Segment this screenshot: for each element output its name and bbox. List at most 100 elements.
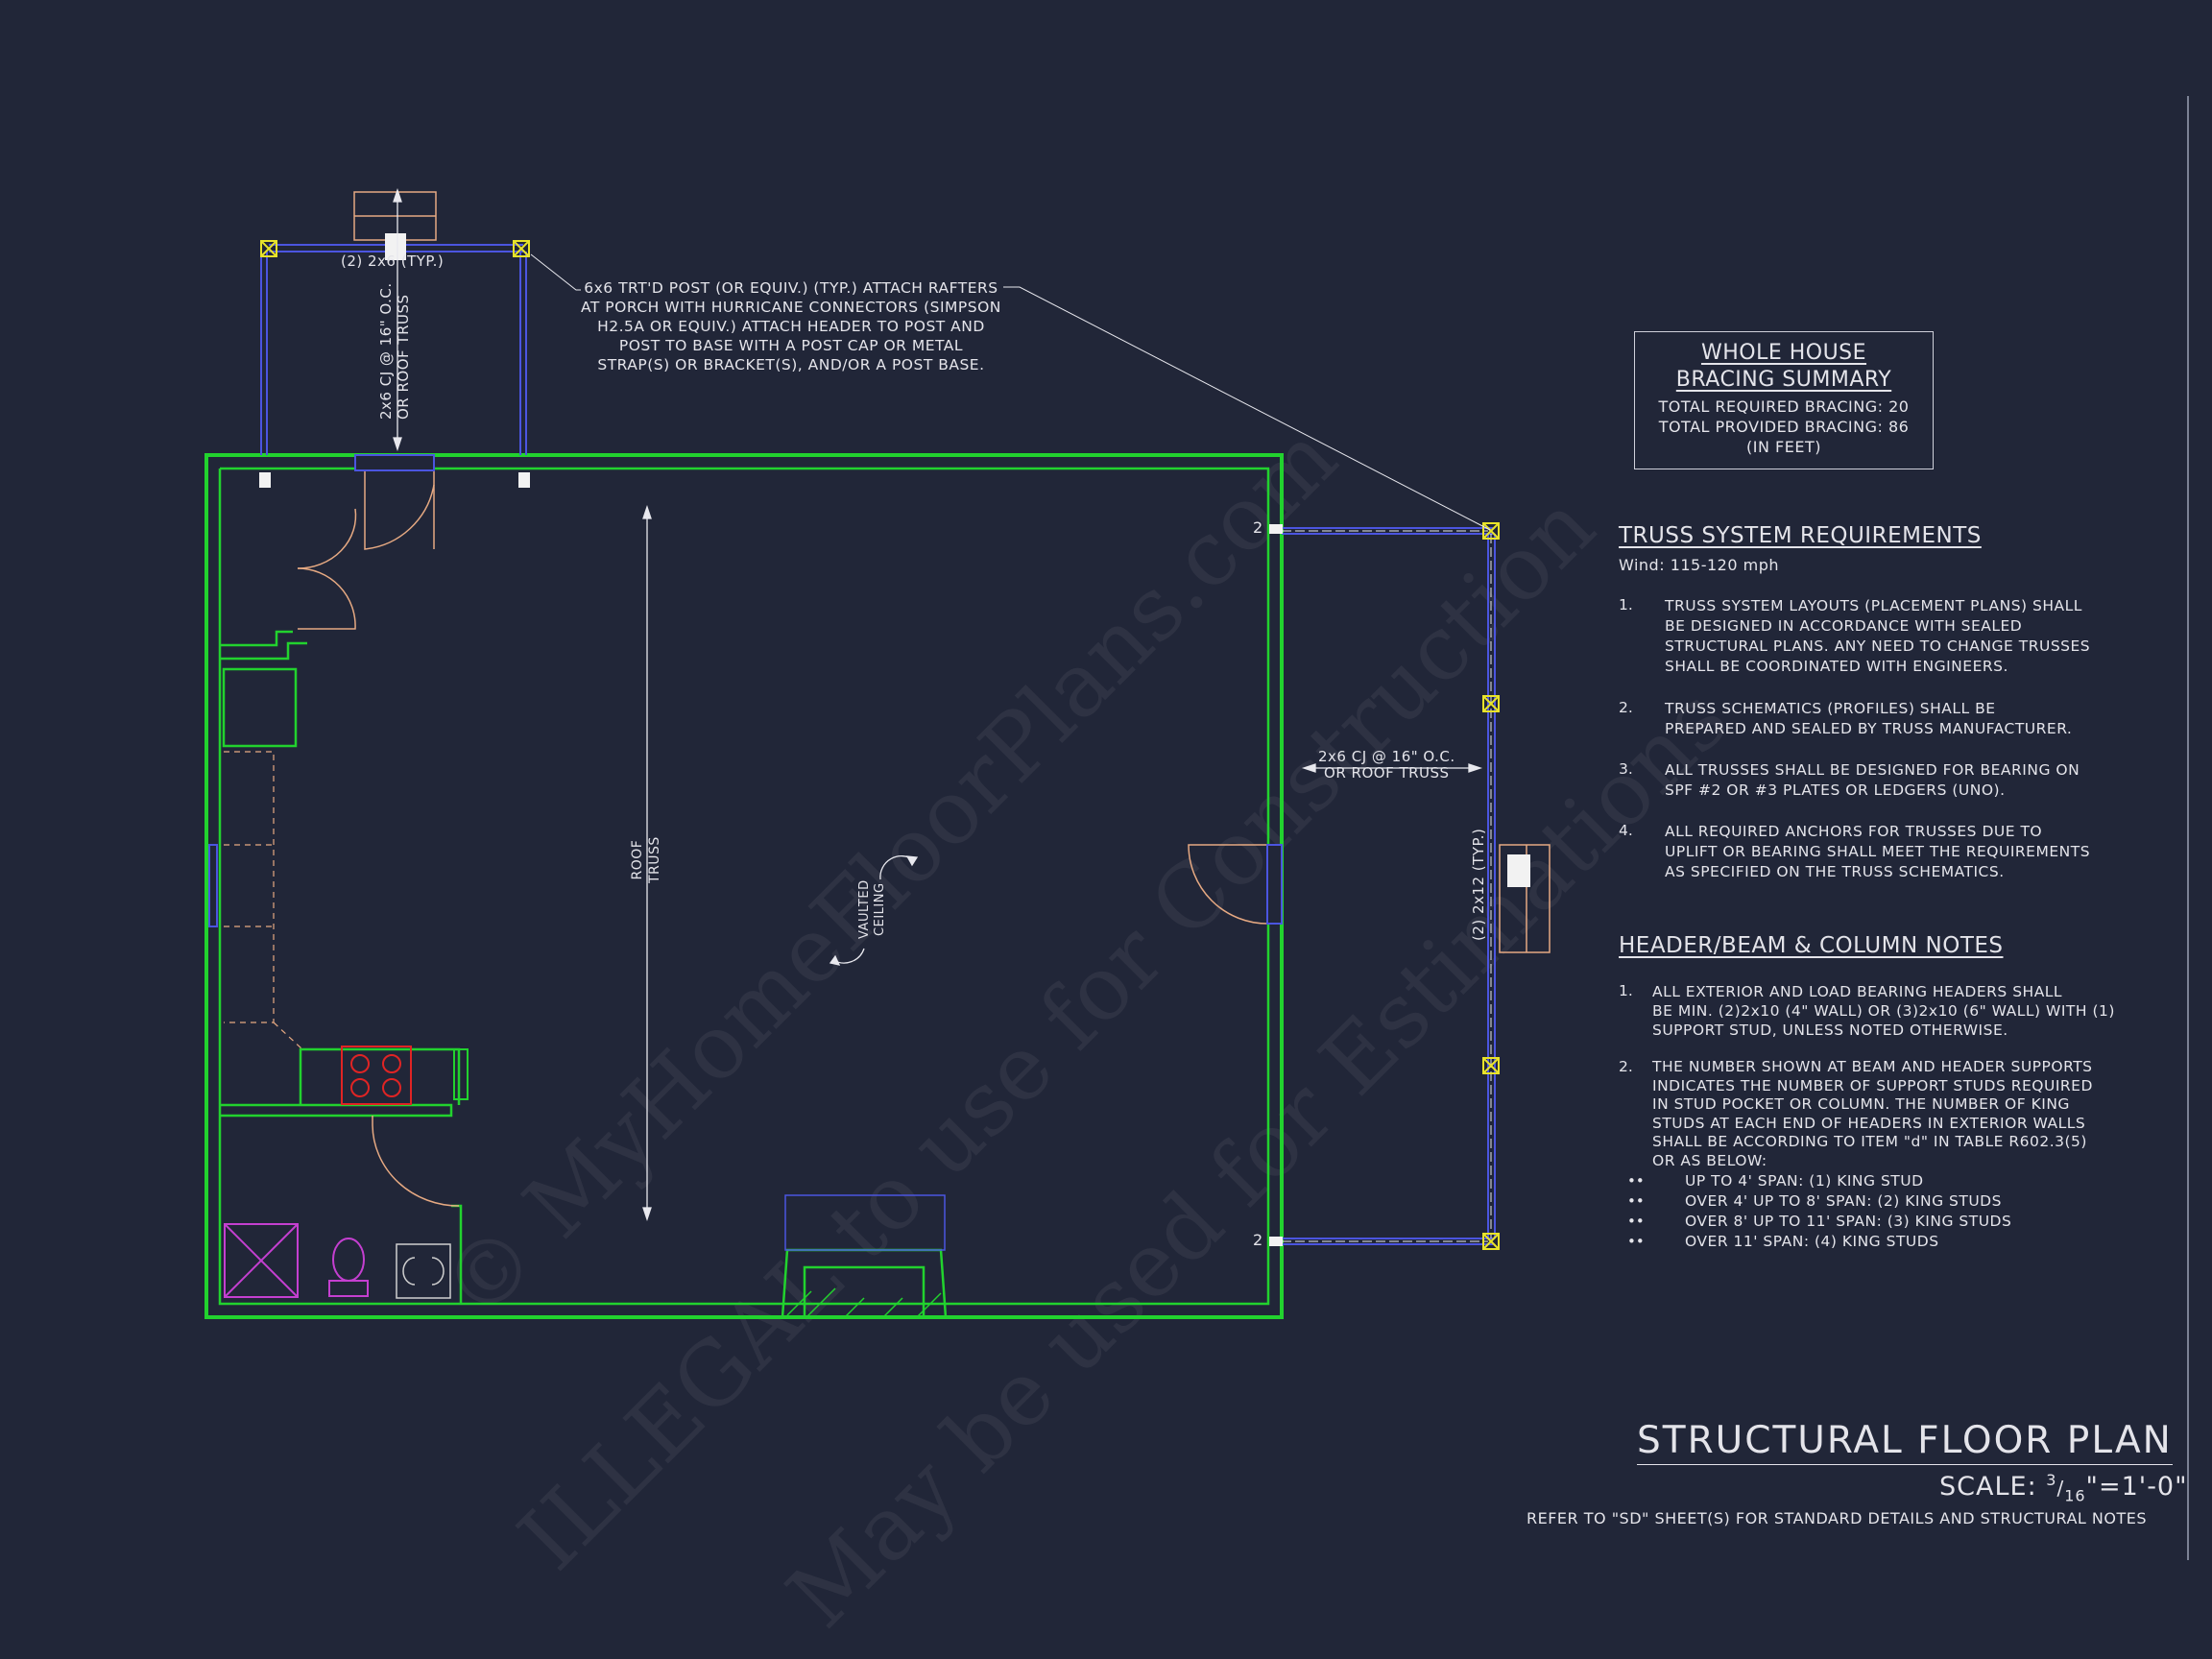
side-joist-arrow (1301, 763, 1483, 773)
bracing-required: TOTAL REQUIRED BRACING: 20 (1658, 397, 1910, 416)
header-item-1: ALL EXTERIOR AND LOAD BEARING HEADERS SH… (1652, 982, 2115, 1040)
bracing-units: (IN FEET) (1746, 438, 1821, 456)
header-item-2-line-3: IN STUD POCKET OR COLUMN. THE NUMBER OF … (1652, 1095, 2070, 1113)
side-porch-posts (1482, 522, 1500, 1250)
king-stud-bullet-2: OVER 4' UP TO 8' SPAN: (2) KING STUDS (1685, 1192, 2002, 1210)
truss-item-1-line-4: SHALL BE COORDINATED WITH ENGINEERS. (1665, 658, 2008, 675)
truss-item-4-line-1: ALL REQUIRED ANCHORS FOR TRUSSES DUE TO (1665, 823, 2043, 840)
roof-truss-arrow (642, 504, 652, 1222)
truss-item-3-line-2: SPF #2 OR #3 PLATES OR LEDGERS (UNO). (1665, 781, 2006, 799)
post-note-line-2: AT PORCH WITH HURRICANE CONNECTORS (SIMP… (581, 299, 1001, 316)
king-stud-bullet-1: UP TO 4' SPAN: (1) KING STUD (1685, 1172, 1924, 1190)
porch-posts (260, 240, 530, 257)
king-stud-bullet-4-mark: •• (1627, 1233, 1645, 1250)
truss-item-2-line-2: PREPARED AND SEALED BY TRUSS MANUFACTURE… (1665, 720, 2073, 737)
exterior-walls (204, 453, 1284, 1319)
vaulted-ceiling-label-line-1: VAULTED (857, 879, 872, 939)
truss-wind: Wind: 115-120 mph (1619, 556, 1780, 574)
porch-header-label: (2) 2x6 (TYP.) (341, 252, 445, 270)
fireplace-hearth (784, 1194, 946, 1251)
scale-fraction-denominator: 16 (2064, 1486, 2086, 1505)
king-stud-bullet-1-mark: •• (1627, 1172, 1645, 1190)
post-note-line-1: 6x6 TRT'D POST (OR EQUIV.) (TYP.) ATTACH… (584, 279, 998, 297)
truss-item-3-line-1: ALL TRUSSES SHALL BE DESIGNED FOR BEARIN… (1665, 761, 2080, 779)
porch-white-blocks (259, 233, 530, 488)
truss-item-3-num: 3. (1619, 760, 1633, 778)
king-stud-bullet-3: OVER 8' UP TO 11' SPAN: (3) KING STUDS (1685, 1213, 2012, 1230)
king-stud-bullet-4: OVER 11' SPAN: (4) KING STUDS (1685, 1233, 1939, 1250)
header-item-2-line-1: THE NUMBER SHOWN AT BEAM AND HEADER SUPP… (1652, 1058, 2093, 1075)
roof-truss-label-line-2: TRUSS (647, 836, 662, 883)
post-note-line-3: H2.5A OR EQUIV.) ATTACH HEADER TO POST A… (597, 318, 985, 335)
range (341, 1046, 412, 1105)
porch-joist-arrow (393, 187, 402, 452)
stud-count-bottom: 2 (1253, 1231, 1263, 1249)
bracing-summary-box: WHOLE HOUSE BRACING SUMMARY TOTAL REQUIR… (1634, 331, 1934, 469)
vaulted-ceiling-label-line-2: CEILING (873, 882, 887, 936)
scale-prefix: SCALE: (1939, 1472, 2047, 1502)
truss-item-1-line-1: TRUSS SYSTEM LAYOUTS (PLACEMENT PLANS) S… (1665, 597, 2082, 614)
sheet-scale: SCALE: 3/16"=1'-0" (1939, 1471, 2188, 1504)
vaulted-ceiling-label: VAULTED CEILING (857, 879, 888, 939)
truss-item-2-line-1: TRUSS SCHEMATICS (PROFILES) SHALL BE (1665, 700, 1996, 717)
truss-item-1-line-3: STRUCTURAL PLANS. ANY NEED TO CHANGE TRU… (1665, 637, 2091, 655)
scale-fraction-numerator: 3 (2046, 1471, 2057, 1489)
truss-item-4-num: 4. (1619, 822, 1633, 839)
truss-item-1: TRUSS SYSTEM LAYOUTS (PLACEMENT PLANS) S… (1665, 596, 2090, 677)
refrigerator (453, 1048, 469, 1100)
side-joist-label-line-1: 2x6 CJ @ 16" O.C. (1318, 748, 1455, 765)
porch-joist-label: 2x6 CJ @ 16" O.C. OR ROOF TRUSS (377, 282, 412, 420)
truss-item-2: TRUSS SCHEMATICS (PROFILES) SHALL BE PRE… (1665, 699, 2072, 739)
header-item-2-line-4: STUDS AT EACH END OF HEADERS IN EXTERIOR… (1652, 1114, 2086, 1132)
fireplace-hatch (786, 1287, 942, 1318)
vaulted-arrows (829, 855, 919, 966)
stud-count-top: 2 (1253, 518, 1263, 537)
truss-item-1-num: 1. (1619, 596, 1633, 613)
post-note-line-4: POST TO BASE WITH A POST CAP OR METAL (618, 337, 964, 354)
kitchen-counter-dashes (224, 751, 303, 1050)
side-porch-dashes (1282, 530, 1492, 1242)
bracing-title-line-2: BRACING SUMMARY (1675, 368, 1892, 392)
truss-item-1-line-2: BE DESIGNED IN ACCORDANCE WITH SEALED (1665, 617, 2023, 635)
washer (396, 1243, 451, 1299)
side-joist-label-line-2: OR ROOF TRUSS (1324, 764, 1450, 781)
truss-item-4-line-3: AS SPECIFIED ON THE TRUSS SCHEMATICS. (1665, 863, 2005, 880)
porch-joist-label-line-1: 2x6 CJ @ 16" O.C. (377, 282, 395, 420)
header-item-2-line-5: SHALL BE ACCORDING TO ITEM "d" IN TABLE … (1652, 1133, 2087, 1150)
header-item-1-line-1: ALL EXTERIOR AND LOAD BEARING HEADERS SH… (1652, 983, 2063, 1000)
post-note-line-5: STRAP(S) OR BRACKET(S), AND/OR A POST BA… (597, 356, 985, 373)
side-porch-beams (1282, 527, 1496, 1245)
sheet-reference-note: REFER TO "SD" SHEET(S) FOR STANDARD DETA… (1527, 1509, 2148, 1527)
header-item-2-num: 2. (1619, 1058, 1633, 1075)
shower (224, 1223, 299, 1298)
king-stud-bullet-2-mark: •• (1627, 1192, 1645, 1210)
bracing-title-line-1: WHOLE HOUSE (1700, 341, 1867, 365)
side-joist-label: 2x6 CJ @ 16" O.C. OR ROOF TRUSS (1318, 749, 1455, 781)
entry-door-opening (354, 454, 435, 471)
roof-truss-label-line-1: ROOF (630, 839, 645, 880)
truss-item-4: ALL REQUIRED ANCHORS FOR TRUSSES DUE TO … (1665, 822, 2090, 882)
stud-markers (1269, 524, 1283, 1246)
truss-item-2-num: 2. (1619, 699, 1633, 716)
leader-lines (530, 253, 1491, 531)
header-item-2-line-2: INDICATES THE NUMBER OF SUPPORT STUDS RE… (1652, 1076, 2093, 1094)
header-item-2: THE NUMBER SHOWN AT BEAM AND HEADER SUPP… (1652, 1058, 2093, 1170)
header-item-1-num: 1. (1619, 982, 1633, 999)
interior-wall-lines (218, 467, 1270, 1319)
king-stud-bullet-3-mark: •• (1627, 1213, 1645, 1230)
side-header-label: (2) 2x12 (TYP.) (1470, 828, 1487, 941)
bracing-provided: TOTAL PROVIDED BRACING: 86 (1658, 418, 1910, 436)
roof-truss-label: ROOF TRUSS (629, 836, 663, 883)
side-door-opening (1266, 844, 1283, 925)
toilet (328, 1238, 369, 1297)
header-notes-title: HEADER/BEAM & COLUMN NOTES (1619, 933, 2004, 958)
header-item-1-line-2: BE MIN. (2)2x10 (4" WALL) OR (3)2x10 (6"… (1652, 1002, 2115, 1020)
header-item-1-line-3: SUPPORT STUD, UNLESS NOTED OTHERWISE. (1652, 1022, 2008, 1039)
scale-fraction-slash: / (2056, 1477, 2065, 1500)
truss-item-4-line-2: UPLIFT OR BEARING SHALL MEET THE REQUIRE… (1665, 843, 2091, 860)
scale-suffix: "=1'-0" (2085, 1472, 2188, 1502)
truss-item-3: ALL TRUSSES SHALL BE DESIGNED FOR BEARIN… (1665, 760, 2080, 801)
porch-joist-label-line-2: OR ROOF TRUSS (395, 294, 412, 420)
truss-title: TRUSS SYSTEM REQUIREMENTS (1619, 523, 1982, 548)
